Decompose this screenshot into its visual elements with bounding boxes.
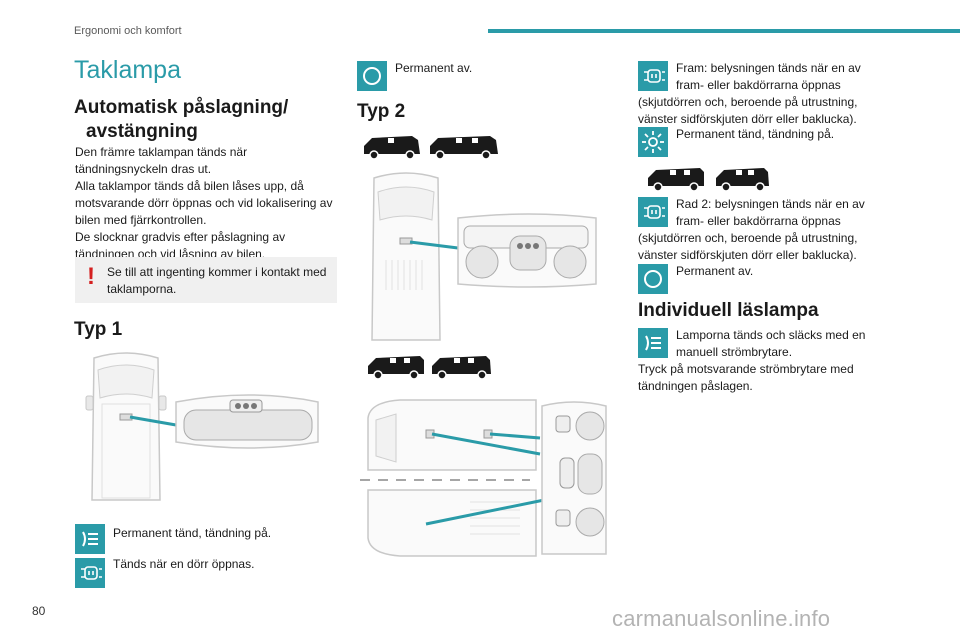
para-line: Alla taklampor tänds då bilen låses upp,… (75, 179, 304, 193)
page-number: 80 (32, 604, 46, 618)
front-line1: Fram: belysningen tänds när en av (676, 61, 861, 75)
running-header: Ergonomi och komfort (74, 25, 182, 37)
permanent-on-icon (75, 524, 105, 554)
row2-line4: vänster sidförskjuten dörr eller bakluck… (638, 248, 857, 262)
type1-heading: Typ 1 (74, 319, 123, 340)
type2-illustration-a (360, 170, 610, 350)
warning-text: Se till att ingenting kommer i kontakt m… (107, 264, 333, 298)
off-text: Permanent av. (676, 264, 754, 278)
para-line: motsvarande dörr öppnas och vid lokalise… (75, 196, 333, 210)
page-title: Taklampa (74, 56, 181, 84)
type1-item1-text: Permanent tänd, tändning på. (113, 526, 272, 540)
reading-tail-line1: Tryck på motsvarande strömbrytare med (638, 362, 854, 376)
col3-vehicle-variants (644, 162, 774, 192)
type2-heading: Typ 2 (357, 101, 406, 122)
off-circle-icon (357, 61, 387, 91)
para-line: De slocknar gradvis efter påslagning av (75, 230, 286, 244)
sun-icon (638, 127, 668, 157)
warning-box (75, 257, 337, 303)
reading-line1: Lamporna tänds och släcks med en (676, 328, 866, 342)
type1-item2-text: Tänds när en dörr öppnas. (113, 557, 255, 571)
para-line: tändningsnyckeln dras ut. (75, 162, 212, 176)
reading-lamp-heading: Individuell läslampa (638, 300, 819, 321)
front-line3: (skjutdörren och, beroende på utrustning… (638, 95, 858, 109)
reading-line2: manuell strömbrytare. (676, 345, 793, 359)
door-open-icon (75, 558, 105, 588)
row2-line2: fram- eller bakdörrarna öppnas (676, 214, 841, 228)
warning-line: taklamporna. (107, 282, 177, 296)
off-circle-icon (638, 264, 668, 294)
type2-vehicle-variants-bottom (364, 350, 494, 380)
reading-tail-line2: tändningen påslagen. (638, 379, 753, 393)
door-open-icon (638, 61, 668, 91)
section-heading-auto-line2: avstängning (86, 121, 198, 142)
warning-line: Se till att ingenting kommer i kontakt m… (107, 265, 327, 279)
watermark: carmanualsonline.info (612, 606, 831, 631)
row2-line3: (skjutdörren och, beroende på utrustning… (638, 231, 858, 245)
para-line: Den främre taklampan tänds när (75, 145, 248, 159)
header-accent-bar (488, 29, 960, 33)
col2-off-text: Permanent av. (395, 61, 473, 75)
front-line2: fram- eller bakdörrarna öppnas (676, 78, 841, 92)
warning-icon: ! (87, 263, 95, 290)
front-line4: vänster sidförskjuten dörr eller bakluck… (638, 112, 857, 126)
auto-paragraph: Den främre taklampan tänds när tändnings… (75, 144, 345, 263)
para-line: bilen med fjärrkontrollen. (75, 213, 207, 227)
sun-text: Permanent tänd, tändning på. (676, 127, 835, 141)
permanent-on-icon (638, 328, 668, 358)
type2-illustration-b (360, 392, 610, 567)
door-open-icon (638, 197, 668, 227)
type1-illustration (80, 350, 330, 515)
section-heading-auto-line1: Automatisk påslagning/ (74, 97, 289, 118)
row2-line1: Rad 2: belysningen tänds när en av (676, 197, 865, 211)
type2-vehicle-variants-top (360, 130, 500, 160)
